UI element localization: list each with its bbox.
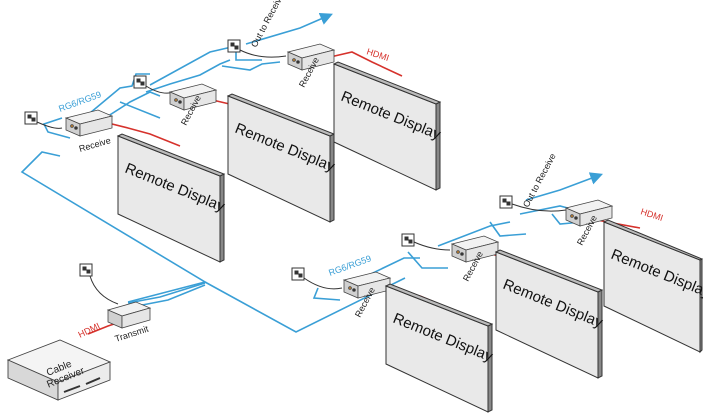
receiver-box (168, 83, 218, 111)
out-to-receive-label: Out to Receive (521, 152, 558, 209)
receive-label: Receive (78, 135, 112, 154)
cable-receiver-box (6, 339, 112, 401)
hdmi-label: HDMI (639, 206, 664, 223)
power-adapter-icon (291, 267, 343, 290)
remote-display-2 (226, 93, 336, 223)
remote-display-6 (602, 219, 703, 354)
out-to-receive-label: Out to Receive (249, 0, 286, 49)
remote-displays (116, 61, 703, 413)
remote-display-5 (494, 249, 604, 379)
power-adapter-icon (24, 111, 63, 129)
remote-display-3 (332, 61, 442, 191)
power-adapter-icon (133, 75, 175, 94)
transmitter-box (106, 301, 152, 329)
receiver-box (64, 109, 114, 137)
receiver-box (286, 43, 336, 71)
hdmi-label: HDMI (76, 321, 101, 340)
remote-display-4 (384, 283, 494, 413)
receiver-box (450, 235, 500, 263)
power-adapter-icon (401, 233, 451, 251)
receivers (64, 43, 614, 299)
remote-display-1 (116, 133, 226, 263)
power-adapter-icon (79, 263, 119, 305)
receiver-box (564, 199, 614, 227)
power-adapter-icon (227, 39, 287, 58)
power-adapter-icon (499, 195, 567, 212)
power-adapters (24, 39, 567, 305)
